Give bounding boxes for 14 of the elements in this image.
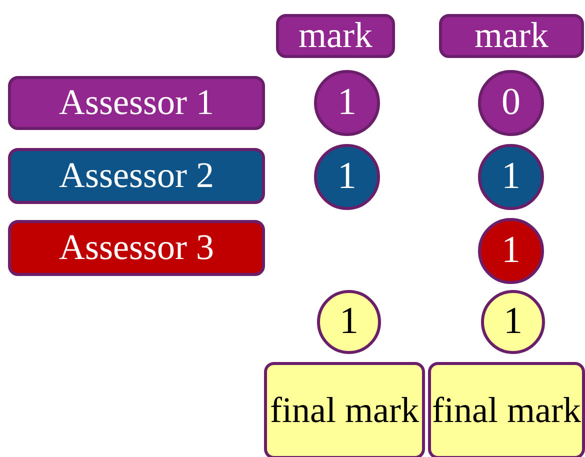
assessor-box: Assessor 1 [8, 76, 265, 130]
mark-circle: 0 [478, 70, 544, 136]
result-box: final mark [264, 362, 425, 457]
mark-circle: 1 [478, 144, 544, 210]
mark-circle: 1 [314, 70, 380, 136]
mark-circle: 1 [478, 218, 544, 284]
mark-circle: 1 [481, 290, 545, 354]
result-box: final mark [428, 362, 585, 457]
mark-circle: 1 [317, 290, 381, 354]
assessor-box: Assessor 3 [8, 220, 265, 276]
assessor-box: Assessor 2 [8, 148, 265, 204]
column-header: mark [276, 14, 395, 58]
column-header: mark [439, 14, 584, 58]
mark-circle: 1 [314, 144, 380, 210]
